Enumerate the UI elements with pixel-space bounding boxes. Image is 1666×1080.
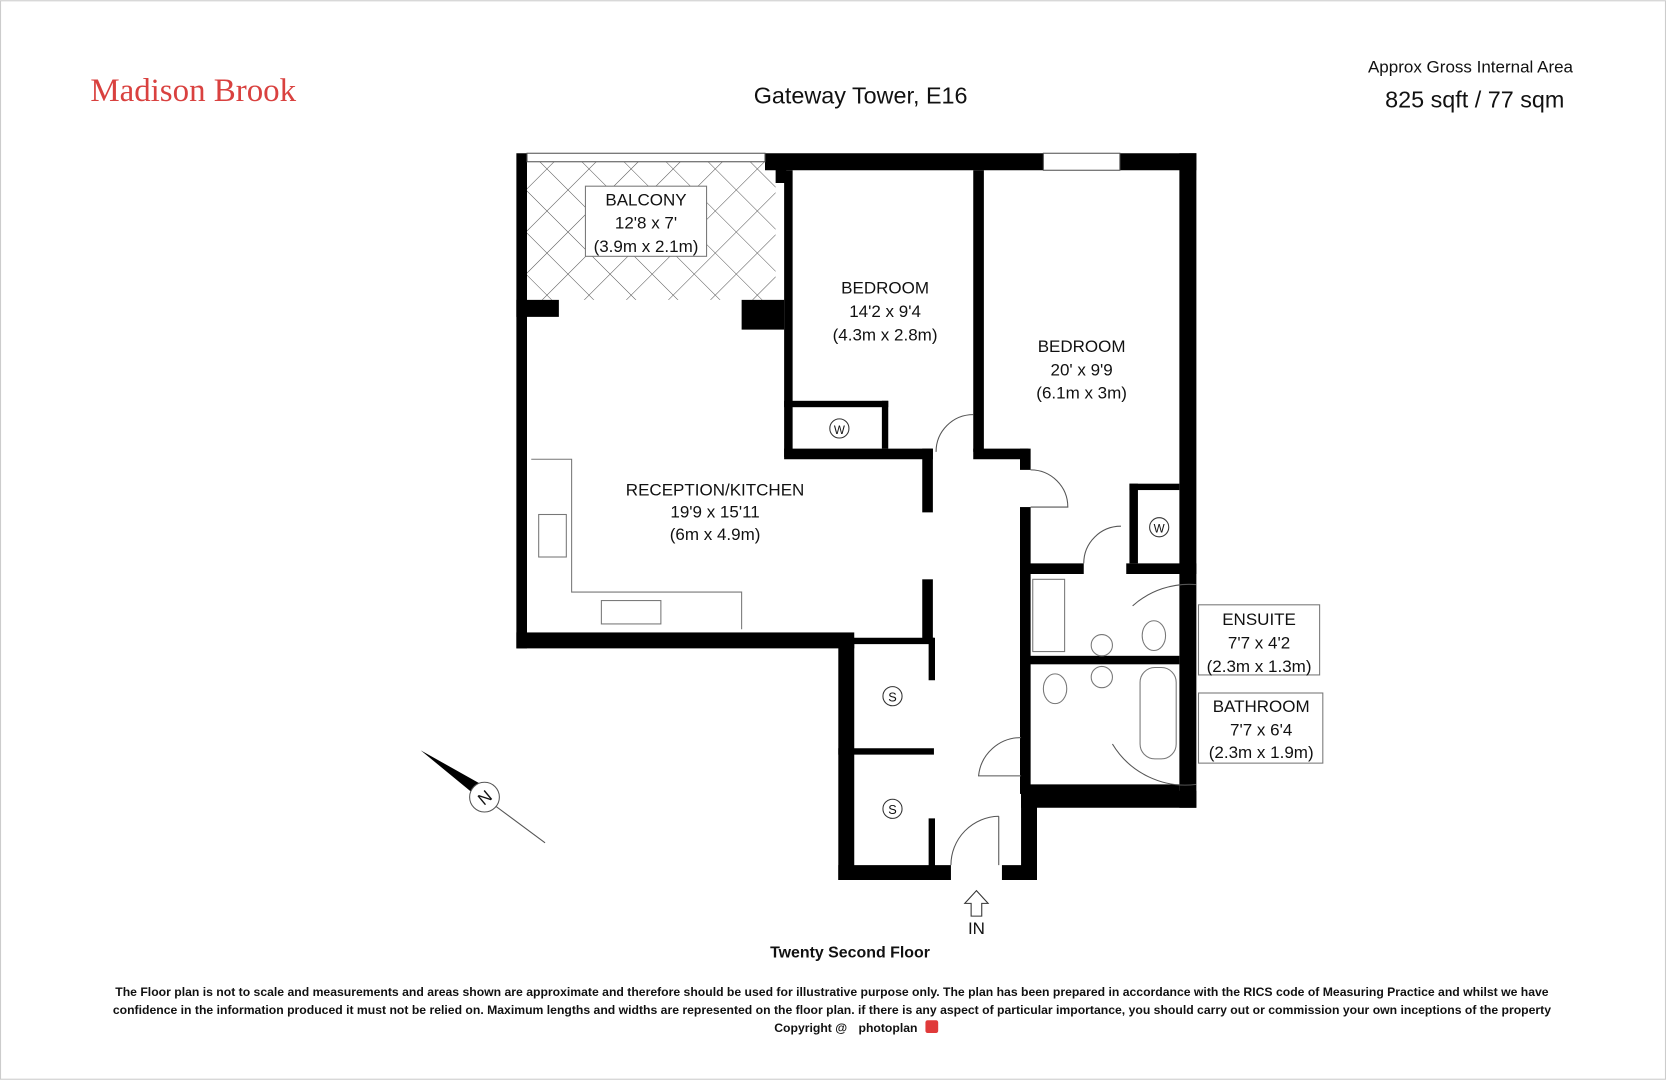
svg-text:S: S: [888, 690, 897, 705]
toilet-icon: [1042, 673, 1068, 705]
disclaimer-line-1: The Floor plan is not to scale and measu…: [115, 985, 1549, 999]
svg-text:(4.3m x 2.8m): (4.3m x 2.8m): [833, 325, 938, 344]
walls: [516, 153, 1197, 880]
bedroom-window: [1042, 152, 1121, 171]
photoplan-brand: photoplan: [859, 1021, 918, 1035]
svg-text:W: W: [834, 424, 845, 437]
svg-text:7'7 x 6'4: 7'7 x 6'4: [1230, 721, 1292, 740]
bath-icon: [1139, 666, 1177, 760]
svg-text:7'7 x 4'2: 7'7 x 4'2: [1228, 633, 1290, 652]
room-label-bathroom: BATHROOM 7'7 x 6'4 (2.3m x 1.9m): [1197, 692, 1324, 764]
svg-text:W: W: [1154, 523, 1165, 536]
entrance-label: IN: [968, 919, 985, 938]
svg-text:BEDROOM: BEDROOM: [841, 279, 929, 298]
hob-icon: [538, 513, 567, 558]
svg-text:(3.9m x 2.1m): (3.9m x 2.1m): [594, 237, 699, 256]
logo: Madison Brook: [90, 73, 296, 109]
wardrobe-symbol: W: [1149, 517, 1170, 538]
svg-text:(2.3m x 1.9m): (2.3m x 1.9m): [1209, 743, 1314, 762]
svg-text:12'8 x 7': 12'8 x 7': [615, 214, 677, 233]
svg-text:19'9 x 15'11: 19'9 x 15'11: [670, 503, 759, 522]
entrance-arrow-icon: IN: [963, 889, 990, 938]
room-label-ensuite: ENSUITE 7'7 x 4'2 (2.3m x 1.3m): [1197, 604, 1321, 676]
wardrobe-symbol: W: [829, 418, 850, 439]
page-title: Gateway Tower, E16: [754, 82, 968, 108]
doors: [935, 414, 1197, 866]
svg-text:RECEPTION/KITCHEN: RECEPTION/KITCHEN: [626, 480, 805, 499]
svg-text:BATHROOM: BATHROOM: [1213, 697, 1310, 716]
toilet-icon: [1141, 620, 1167, 652]
storage-symbol: S: [882, 798, 903, 819]
photoplan-logo-icon: [925, 1020, 939, 1033]
sink-icon: [600, 600, 662, 625]
svg-text:(6m x 4.9m): (6m x 4.9m): [670, 525, 761, 544]
area-label: Approx Gross Internal Area: [1368, 58, 1574, 77]
svg-text:BALCONY: BALCONY: [605, 190, 686, 209]
basin-icon: [1090, 665, 1113, 689]
svg-text:20' x 9'9: 20' x 9'9: [1050, 360, 1112, 379]
kitchen-counter: [531, 458, 743, 630]
balcony-window: [526, 152, 766, 163]
shower-icon: [1032, 578, 1066, 653]
room-label-reception-kitchen: RECEPTION/KITCHEN 19'9 x 15'11 (6m x 4.9…: [626, 480, 805, 544]
room-label-balcony: BALCONY 12'8 x 7' (3.9m x 2.1m): [584, 185, 708, 257]
room-label-bedroom-2: BEDROOM 20' x 9'9 (6.1m x 3m): [1036, 337, 1127, 403]
basin-icon: [1090, 634, 1113, 657]
svg-text:BEDROOM: BEDROOM: [1038, 337, 1126, 356]
storage-symbol: S: [882, 686, 903, 707]
disclaimer-line-2: confidence in the information produced i…: [113, 1003, 1551, 1017]
svg-text:S: S: [888, 802, 897, 817]
area-value: 825 sqft / 77 sqm: [1385, 87, 1564, 113]
svg-text:(6.1m x 3m): (6.1m x 3m): [1036, 384, 1127, 403]
room-label-bedroom-1: BEDROOM 14'2 x 9'4 (4.3m x 2.8m): [833, 279, 938, 345]
svg-text:14'2 x 9'4: 14'2 x 9'4: [849, 302, 921, 321]
north-compass-icon: N: [420, 750, 546, 844]
svg-text:(2.3m x 1.3m): (2.3m x 1.3m): [1207, 657, 1312, 676]
copyright-text: Copyright @: [774, 1021, 847, 1035]
svg-text:ENSUITE: ENSUITE: [1222, 610, 1296, 629]
floor-label: Twenty Second Floor: [770, 945, 930, 962]
